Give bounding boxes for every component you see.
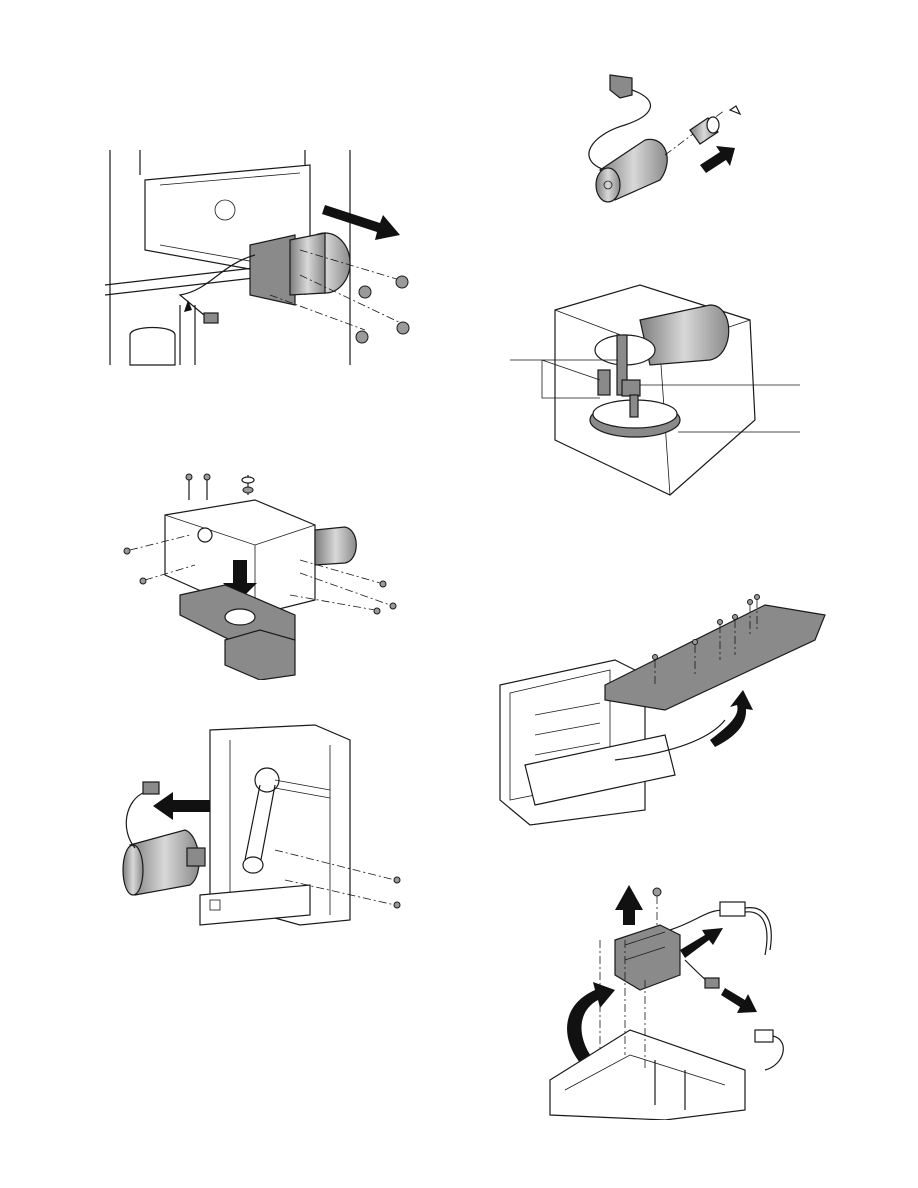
figure-solenoid — [545, 880, 795, 1120]
screws-top — [186, 474, 254, 500]
dc-motor — [123, 830, 205, 895]
connector — [143, 782, 159, 794]
removal-arrow — [153, 792, 210, 820]
clip — [730, 106, 740, 114]
frame — [555, 285, 755, 495]
cover-plate — [605, 595, 825, 711]
figure-motor-belt — [115, 720, 410, 930]
connector — [610, 75, 632, 98]
dc-motor — [596, 139, 667, 202]
gear — [690, 117, 719, 144]
frame — [200, 725, 350, 925]
lift-arrow — [710, 690, 753, 747]
up-arrow — [615, 885, 643, 925]
figure-motor-gear — [570, 70, 760, 210]
install-arrow — [700, 146, 735, 173]
figure-motor-unit-removal — [100, 145, 430, 370]
connectors — [670, 902, 783, 1070]
figure-frame-bracket — [115, 465, 405, 680]
figure-gear-frame — [510, 280, 805, 500]
motor-unit — [250, 233, 350, 305]
figure-cover-plate — [495, 585, 830, 830]
motor-cable — [126, 792, 145, 848]
